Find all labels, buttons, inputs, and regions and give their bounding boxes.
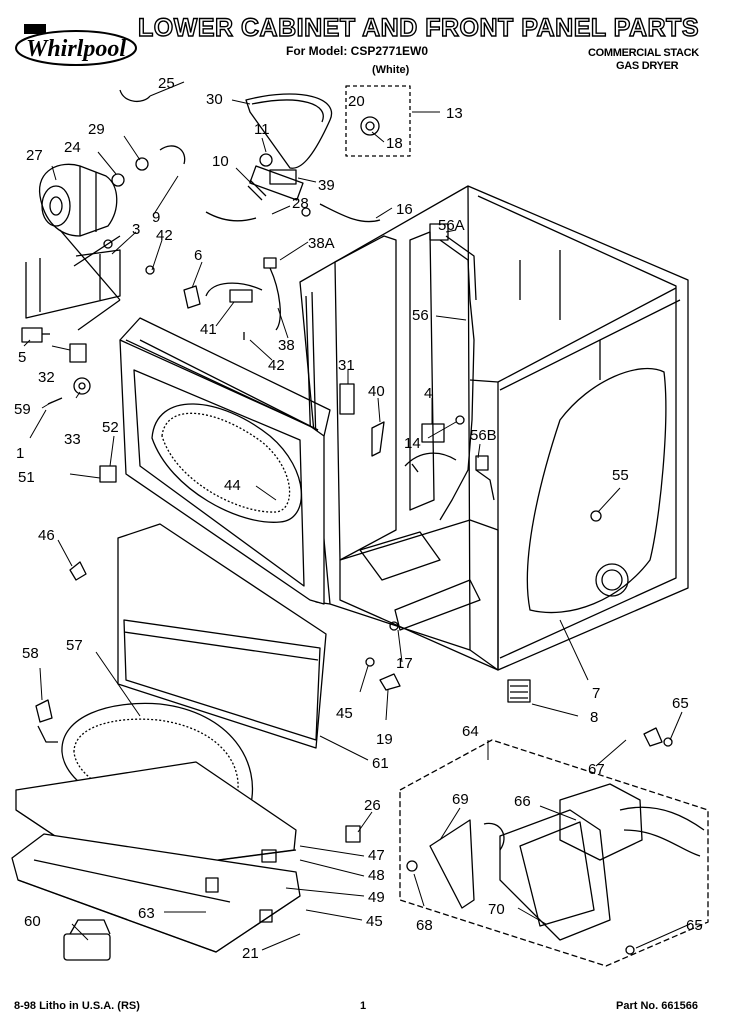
callout-26: 26 bbox=[364, 797, 381, 814]
callout-11: 11 bbox=[254, 121, 270, 138]
callout-30: 30 bbox=[206, 91, 223, 108]
callout-58: 58 bbox=[22, 645, 39, 662]
front-panel bbox=[99, 317, 331, 605]
leg-and-bracket-parts bbox=[103, 207, 602, 703]
page-title: LOWER CABINET AND FRONT PANEL PARTS bbox=[137, 13, 700, 42]
switch-and-fastener-parts bbox=[21, 89, 381, 405]
callout-45b: 45 bbox=[366, 913, 383, 930]
idler-pulley-group bbox=[247, 153, 304, 201]
callout-47: 47 bbox=[368, 847, 385, 864]
footer-litho: 8-98 Litho in U.S.A. (RS) bbox=[14, 1000, 140, 1012]
callout-32: 32 bbox=[38, 369, 55, 386]
callout-55: 55 bbox=[612, 467, 629, 484]
callout-29: 29 bbox=[88, 121, 105, 138]
callout-51: 51 bbox=[18, 469, 35, 486]
callout-leaders bbox=[23, 81, 691, 951]
callout-46: 46 bbox=[38, 527, 55, 544]
callout-49: 49 bbox=[368, 889, 385, 906]
callout-59: 59 bbox=[14, 401, 31, 418]
callout-38: 38 bbox=[278, 337, 295, 354]
callout-63: 63 bbox=[138, 905, 155, 922]
idler-pulley bbox=[360, 116, 380, 136]
callout-67: 67 bbox=[588, 761, 605, 778]
callout-56: 56 bbox=[412, 307, 429, 324]
callout-6: 6 bbox=[194, 247, 202, 264]
callout-44: 44 bbox=[224, 477, 241, 494]
callout-61: 61 bbox=[372, 755, 389, 772]
callout-1: 1 bbox=[16, 445, 24, 462]
callout-28: 28 bbox=[292, 195, 309, 212]
callout-42a: 42 bbox=[156, 227, 173, 244]
callout-4: 4 bbox=[424, 385, 432, 402]
whirlpool-logo: Whirlpool bbox=[15, 24, 137, 66]
drive-belt bbox=[245, 93, 333, 169]
callout-16: 16 bbox=[396, 201, 413, 218]
callout-40: 40 bbox=[368, 383, 385, 400]
gas-valve-assembly bbox=[399, 727, 709, 967]
callout-39: 39 bbox=[318, 177, 335, 194]
callout-70: 70 bbox=[488, 901, 505, 918]
callout-19: 19 bbox=[376, 731, 393, 748]
callout-13: 13 bbox=[446, 105, 463, 122]
callout-31: 31 bbox=[338, 357, 355, 374]
callout-25: 25 bbox=[158, 75, 175, 92]
callout-48: 48 bbox=[368, 867, 385, 884]
brand-wordmark: Whirlpool bbox=[26, 36, 126, 62]
product-type-line1: COMMERCIAL STACK bbox=[588, 47, 699, 59]
callout-20: 20 bbox=[348, 93, 365, 110]
callout-27: 27 bbox=[26, 147, 43, 164]
footer-part-number: Part No. 661566 bbox=[616, 1000, 698, 1012]
callout-65b: 65 bbox=[686, 917, 703, 934]
callout-56A: 56A bbox=[438, 217, 465, 234]
callout-9: 9 bbox=[152, 209, 160, 226]
drive-motor bbox=[39, 145, 186, 237]
product-type-line2: GAS DRYER bbox=[616, 60, 679, 72]
color-variant: (White) bbox=[372, 64, 410, 76]
callout-69: 69 bbox=[452, 791, 469, 808]
callout-60: 60 bbox=[24, 913, 41, 930]
idler-group-box bbox=[345, 85, 411, 157]
footer-page-number: 1 bbox=[360, 1000, 367, 1012]
callout-64: 64 bbox=[462, 723, 479, 740]
callout-5: 5 bbox=[18, 349, 26, 366]
callout-24: 24 bbox=[64, 139, 81, 156]
callout-18: 18 bbox=[386, 135, 403, 152]
callout-56B: 56B bbox=[470, 427, 497, 444]
callout-42b: 42 bbox=[268, 357, 285, 374]
toe-panel bbox=[69, 523, 327, 749]
callout-17: 17 bbox=[396, 655, 413, 672]
callout-45a: 45 bbox=[336, 705, 353, 722]
motor-mount-bracket bbox=[25, 229, 121, 331]
callout-41: 41 bbox=[200, 321, 217, 338]
callout-33: 33 bbox=[64, 431, 81, 448]
model-number: For Model: CSP2771EW0 bbox=[286, 44, 429, 58]
callout-52: 52 bbox=[102, 419, 119, 436]
callout-14: 14 bbox=[404, 435, 421, 452]
callout-66: 66 bbox=[514, 793, 531, 810]
callout-21: 21 bbox=[242, 945, 259, 962]
wire-harness bbox=[404, 223, 495, 521]
callout-7: 7 bbox=[592, 685, 600, 702]
callout-3: 3 bbox=[132, 221, 140, 238]
callout-65a: 65 bbox=[672, 695, 689, 712]
callout-38A: 38A bbox=[308, 235, 335, 252]
callout-8: 8 bbox=[590, 709, 598, 726]
callout-10: 10 bbox=[212, 153, 229, 170]
callout-57: 57 bbox=[66, 637, 83, 654]
base-panel bbox=[11, 761, 361, 961]
callout-68: 68 bbox=[416, 917, 433, 934]
